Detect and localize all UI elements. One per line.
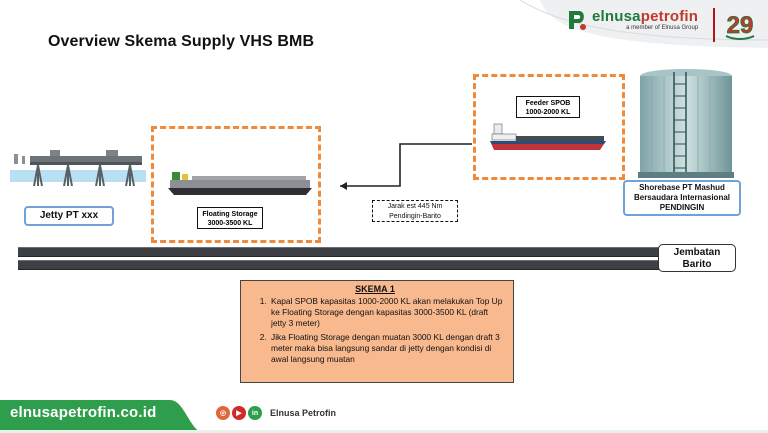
logo-mark-icon <box>569 11 586 30</box>
shorebase-location: PENDINGIN <box>659 203 705 212</box>
shorebase-name-line2: Bersaudara Internasional <box>633 193 731 202</box>
bridge-road-upper <box>18 247 668 257</box>
footer-social: ◎ ▶ in Elnusa Petrofin <box>216 406 336 420</box>
logo-tagline: a member of Elnusa Group <box>626 25 699 31</box>
bridge-label-line2: Barito <box>682 259 712 270</box>
logo-divider <box>713 8 715 42</box>
skema-item: Jika Floating Storage dengan muatan 3000… <box>269 332 505 366</box>
skema-box: SKEMA 1 Kapal SPOB kapasitas 1000-2000 K… <box>240 280 514 383</box>
floating-storage-box <box>151 126 321 243</box>
supply-flow-arrow <box>340 143 472 190</box>
shorebase-label: Shorebase PT Mashud Bersaudara Internasi… <box>623 180 741 216</box>
distance-label: Jarak est 445 Nm Pendingin-Barito <box>372 200 458 222</box>
feeder-spob-name: Feeder SPOB <box>525 100 571 107</box>
bridge-label: Jembatan Barito <box>658 244 736 272</box>
youtube-icon[interactable]: ▶ <box>232 406 246 420</box>
instagram-icon[interactable]: ◎ <box>216 406 230 420</box>
feeder-spob-vessel <box>490 123 606 150</box>
distance-value: Jarak est 445 Nm <box>387 203 443 210</box>
elnusa-petrofin-logo: elnusapetrofin a member of Elnusa Group <box>566 8 698 32</box>
skema-list: Kapal SPOB kapasitas 1000-2000 KL akan m… <box>245 296 505 365</box>
jetty-illustration <box>10 150 146 187</box>
logo-text-petrofin: petrofin <box>640 8 699 25</box>
feeder-spob-label: Feeder SPOB 1000-2000 KL <box>516 96 580 118</box>
distance-route: Pendingin-Barito <box>389 213 441 220</box>
header-wave-decoration <box>520 0 768 48</box>
floating-storage-name: Floating Storage <box>202 211 258 218</box>
skema-title: SKEMA 1 <box>355 284 395 294</box>
feeder-spob-capacity: 1000-2000 KL <box>525 109 571 116</box>
feeder-spob-box <box>473 74 625 180</box>
bridge-label-line1: Jembatan <box>673 247 721 258</box>
shorebase-tank-illustration <box>638 69 734 178</box>
footer-band <box>0 400 768 433</box>
anniversary-logo: 29 <box>725 12 755 40</box>
floating-storage-capacity: 3000-3500 KL <box>207 220 253 227</box>
anniversary-number: 29 <box>727 12 754 39</box>
floating-storage-vessel <box>168 172 312 195</box>
footer-brand: Elnusa Petrofin <box>270 408 337 418</box>
logo-text-elnusa: elnusa <box>592 8 641 25</box>
page-title: Overview Skema Supply VHS BMB <box>48 33 315 50</box>
shorebase-name-line1: Shorebase PT Mashud <box>639 183 725 192</box>
footer-website-link[interactable]: elnusapetrofin.co.id <box>10 404 157 421</box>
skema-item: Kapal SPOB kapasitas 1000-2000 KL akan m… <box>269 296 505 330</box>
linkedin-icon[interactable]: in <box>248 406 262 420</box>
bridge-road-lower <box>18 260 668 270</box>
jetty-label: Jetty PT xxx <box>24 206 114 226</box>
floating-storage-label: Floating Storage 3000-3500 KL <box>197 207 263 229</box>
